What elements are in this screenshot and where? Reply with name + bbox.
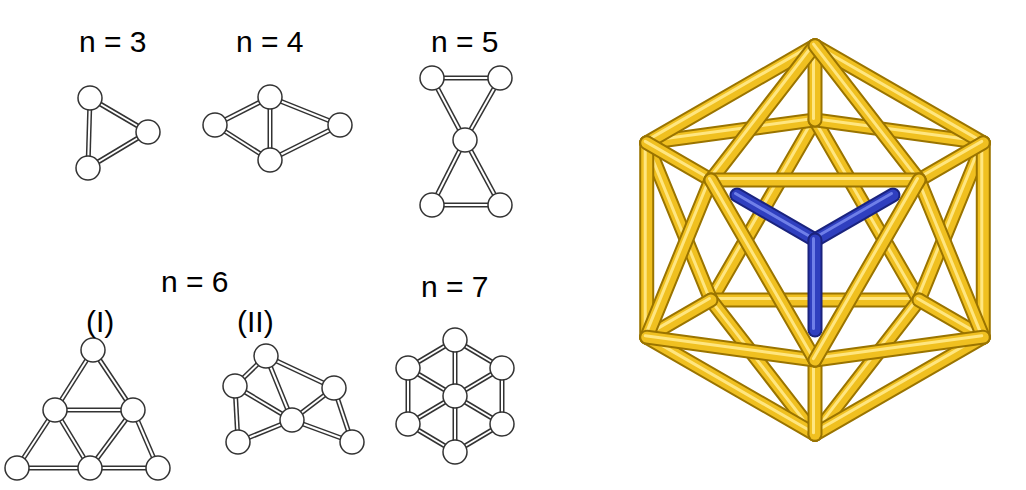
atom-circle: [340, 430, 364, 454]
atom-circle: [254, 344, 278, 368]
cluster-label: n = 3: [79, 27, 147, 57]
cluster-label: n = 7: [421, 272, 489, 302]
tube-body: [647, 46, 815, 143]
atom-circle: [223, 374, 247, 398]
tube-highlight: [814, 178, 918, 358]
tube-highlight: [645, 44, 813, 141]
atom-circle: [490, 412, 514, 436]
cluster-label: n = 4: [236, 27, 304, 57]
tube-highlight: [918, 178, 982, 335]
tube-highlight: [814, 44, 918, 178]
icosahedral-cage: [645, 44, 983, 434]
atom-circle: [258, 85, 282, 109]
tube-highlight: [644, 141, 647, 335]
atom-circle: [443, 384, 467, 408]
tube-body: [815, 337, 983, 360]
atom-circle: [328, 113, 352, 137]
tube-body: [919, 143, 983, 180]
atom-circle: [443, 328, 467, 352]
tube-highlight: [812, 359, 815, 433]
cluster-label: n = 5: [431, 27, 499, 57]
cluster-label: (II): [237, 307, 274, 337]
atom-circle: [203, 113, 227, 137]
atom-circle: [443, 440, 467, 464]
atom-circle: [136, 120, 160, 144]
tube-highlight: [710, 178, 814, 358]
atom-circle: [488, 193, 512, 217]
atom-circle: [420, 66, 444, 90]
tube-highlight: [812, 239, 815, 329]
tube-outline: [815, 337, 983, 434]
atom-circle: [396, 412, 420, 436]
tube-outline: [647, 180, 711, 337]
atom-circle: [322, 376, 346, 400]
tube-highlight: [814, 44, 982, 141]
atom-circle: [81, 338, 105, 362]
tube-highlight: [645, 141, 709, 178]
atom-circle: [5, 456, 29, 480]
tube-outline: [815, 180, 919, 360]
atom-circle: [420, 193, 444, 217]
atom-circle: [453, 128, 477, 152]
tube-highlight: [814, 193, 892, 238]
tube-body: [711, 46, 815, 180]
atom-circle: [488, 66, 512, 90]
atom-circle: [76, 156, 100, 180]
atom-circle: [280, 408, 304, 432]
tube-highlight: [710, 177, 918, 180]
atom-circle: [78, 86, 102, 110]
tube-highlight: [645, 178, 709, 335]
atom-circle: [226, 430, 250, 454]
tube-body: [647, 180, 711, 337]
tube-outline: [815, 337, 983, 360]
tube-body: [815, 180, 919, 360]
cluster-label: (I): [86, 307, 114, 337]
tube-highlight: [645, 336, 813, 359]
atom-circle: [43, 398, 67, 422]
tube-outline: [919, 143, 983, 180]
tube-highlight: [918, 141, 982, 178]
tube-outline: [711, 46, 815, 180]
tube-highlight: [710, 44, 814, 178]
cluster-graphs: [5, 66, 514, 480]
tube-outline: [647, 46, 815, 143]
tube-body: [815, 337, 983, 434]
atom-circle: [396, 356, 420, 380]
cluster-label: n = 6: [161, 267, 229, 297]
atom-circle: [121, 398, 145, 422]
atom-circle: [146, 456, 170, 480]
atom-circle: [258, 148, 282, 172]
atom-circle: [490, 356, 514, 380]
tube-highlight: [814, 336, 982, 359]
tube-highlight: [980, 141, 983, 335]
atom-circle: [78, 456, 102, 480]
